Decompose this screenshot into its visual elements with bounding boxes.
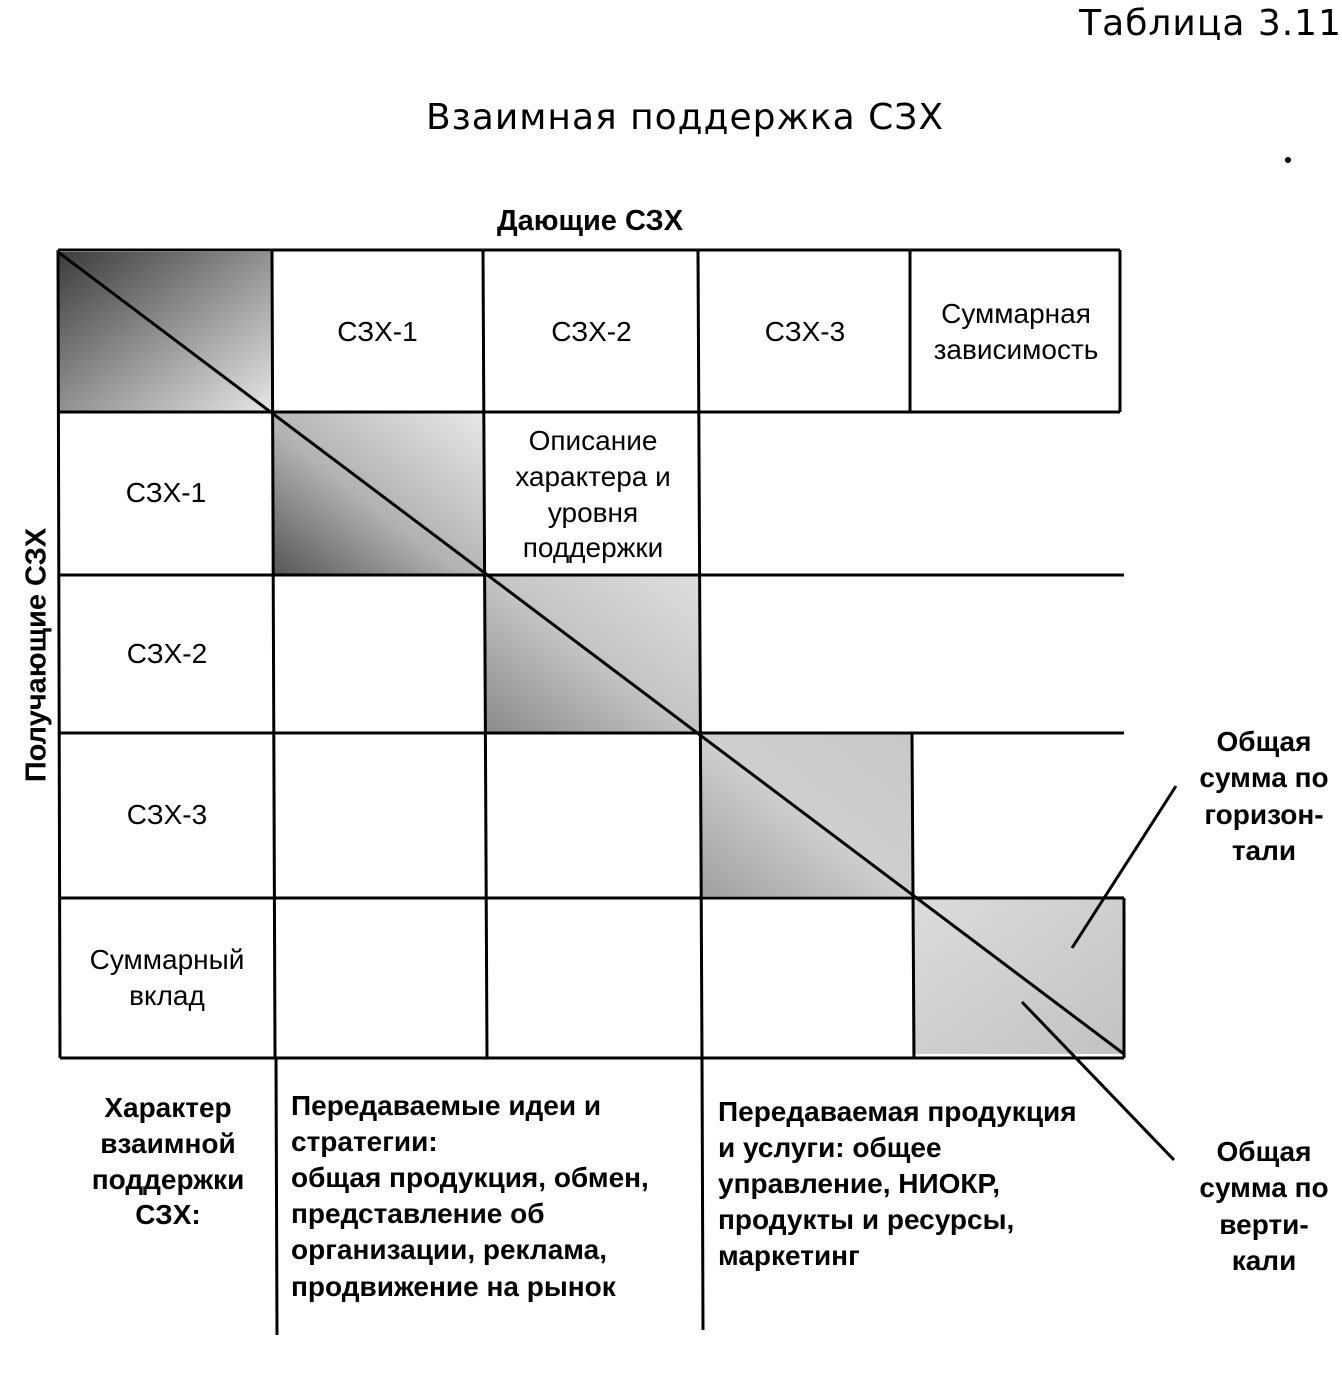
col-header-1: СЗХ-1 — [337, 315, 418, 347]
axis-receiving-label: Получающие СЗХ — [20, 527, 53, 783]
grid-v-3 — [696, 249, 704, 1059]
col-header-2: СЗХ-2 — [551, 315, 632, 347]
row-header-1: СЗХ-1 — [125, 477, 207, 509]
grid-v-1 — [270, 249, 277, 1059]
table-caption: Таблица 3.11 — [1079, 3, 1342, 44]
bottom-label-support-character: Характер взаимной поддержки СЗХ: — [91, 1092, 245, 1231]
axis-giving-label: Дающие СЗХ — [496, 205, 684, 237]
annotation-horizontal-total: Общая сумма по горизон- тали — [1199, 726, 1329, 867]
annotation-vertical-total: Общая сумма по верти- кали — [1199, 1136, 1329, 1277]
row-header-total-contribution: Суммарный вклад — [89, 943, 245, 1011]
bottom-ideas-strategies: Передаваемые идеи и стратегии: общая про… — [291, 1090, 649, 1302]
diagram-title: Взаимная поддержка СЗХ — [425, 97, 945, 138]
row-header-3: СЗХ-3 — [126, 799, 208, 831]
grid-v-left — [56, 249, 62, 1059]
diagonal-line — [57, 250, 1125, 1056]
bottom-divider-2 — [700, 1057, 705, 1331]
col-header-total-dependence: Суммарная зависимость — [933, 297, 1099, 365]
speck-dot — [1285, 157, 1291, 163]
pointer-vertical-total — [1020, 1000, 1176, 1162]
pointer-horizontal-total — [1070, 785, 1178, 949]
col-header-3: СЗХ-3 — [764, 315, 846, 347]
grid-v-2 — [481, 249, 489, 1059]
bottom-products-services: Передаваемая продукция и услуги: общее у… — [718, 1096, 1077, 1272]
bottom-divider-1 — [274, 1057, 279, 1336]
cell-support-description: Описание характера и уровня поддержки — [515, 424, 671, 564]
row-header-2: СЗХ-2 — [126, 637, 208, 669]
